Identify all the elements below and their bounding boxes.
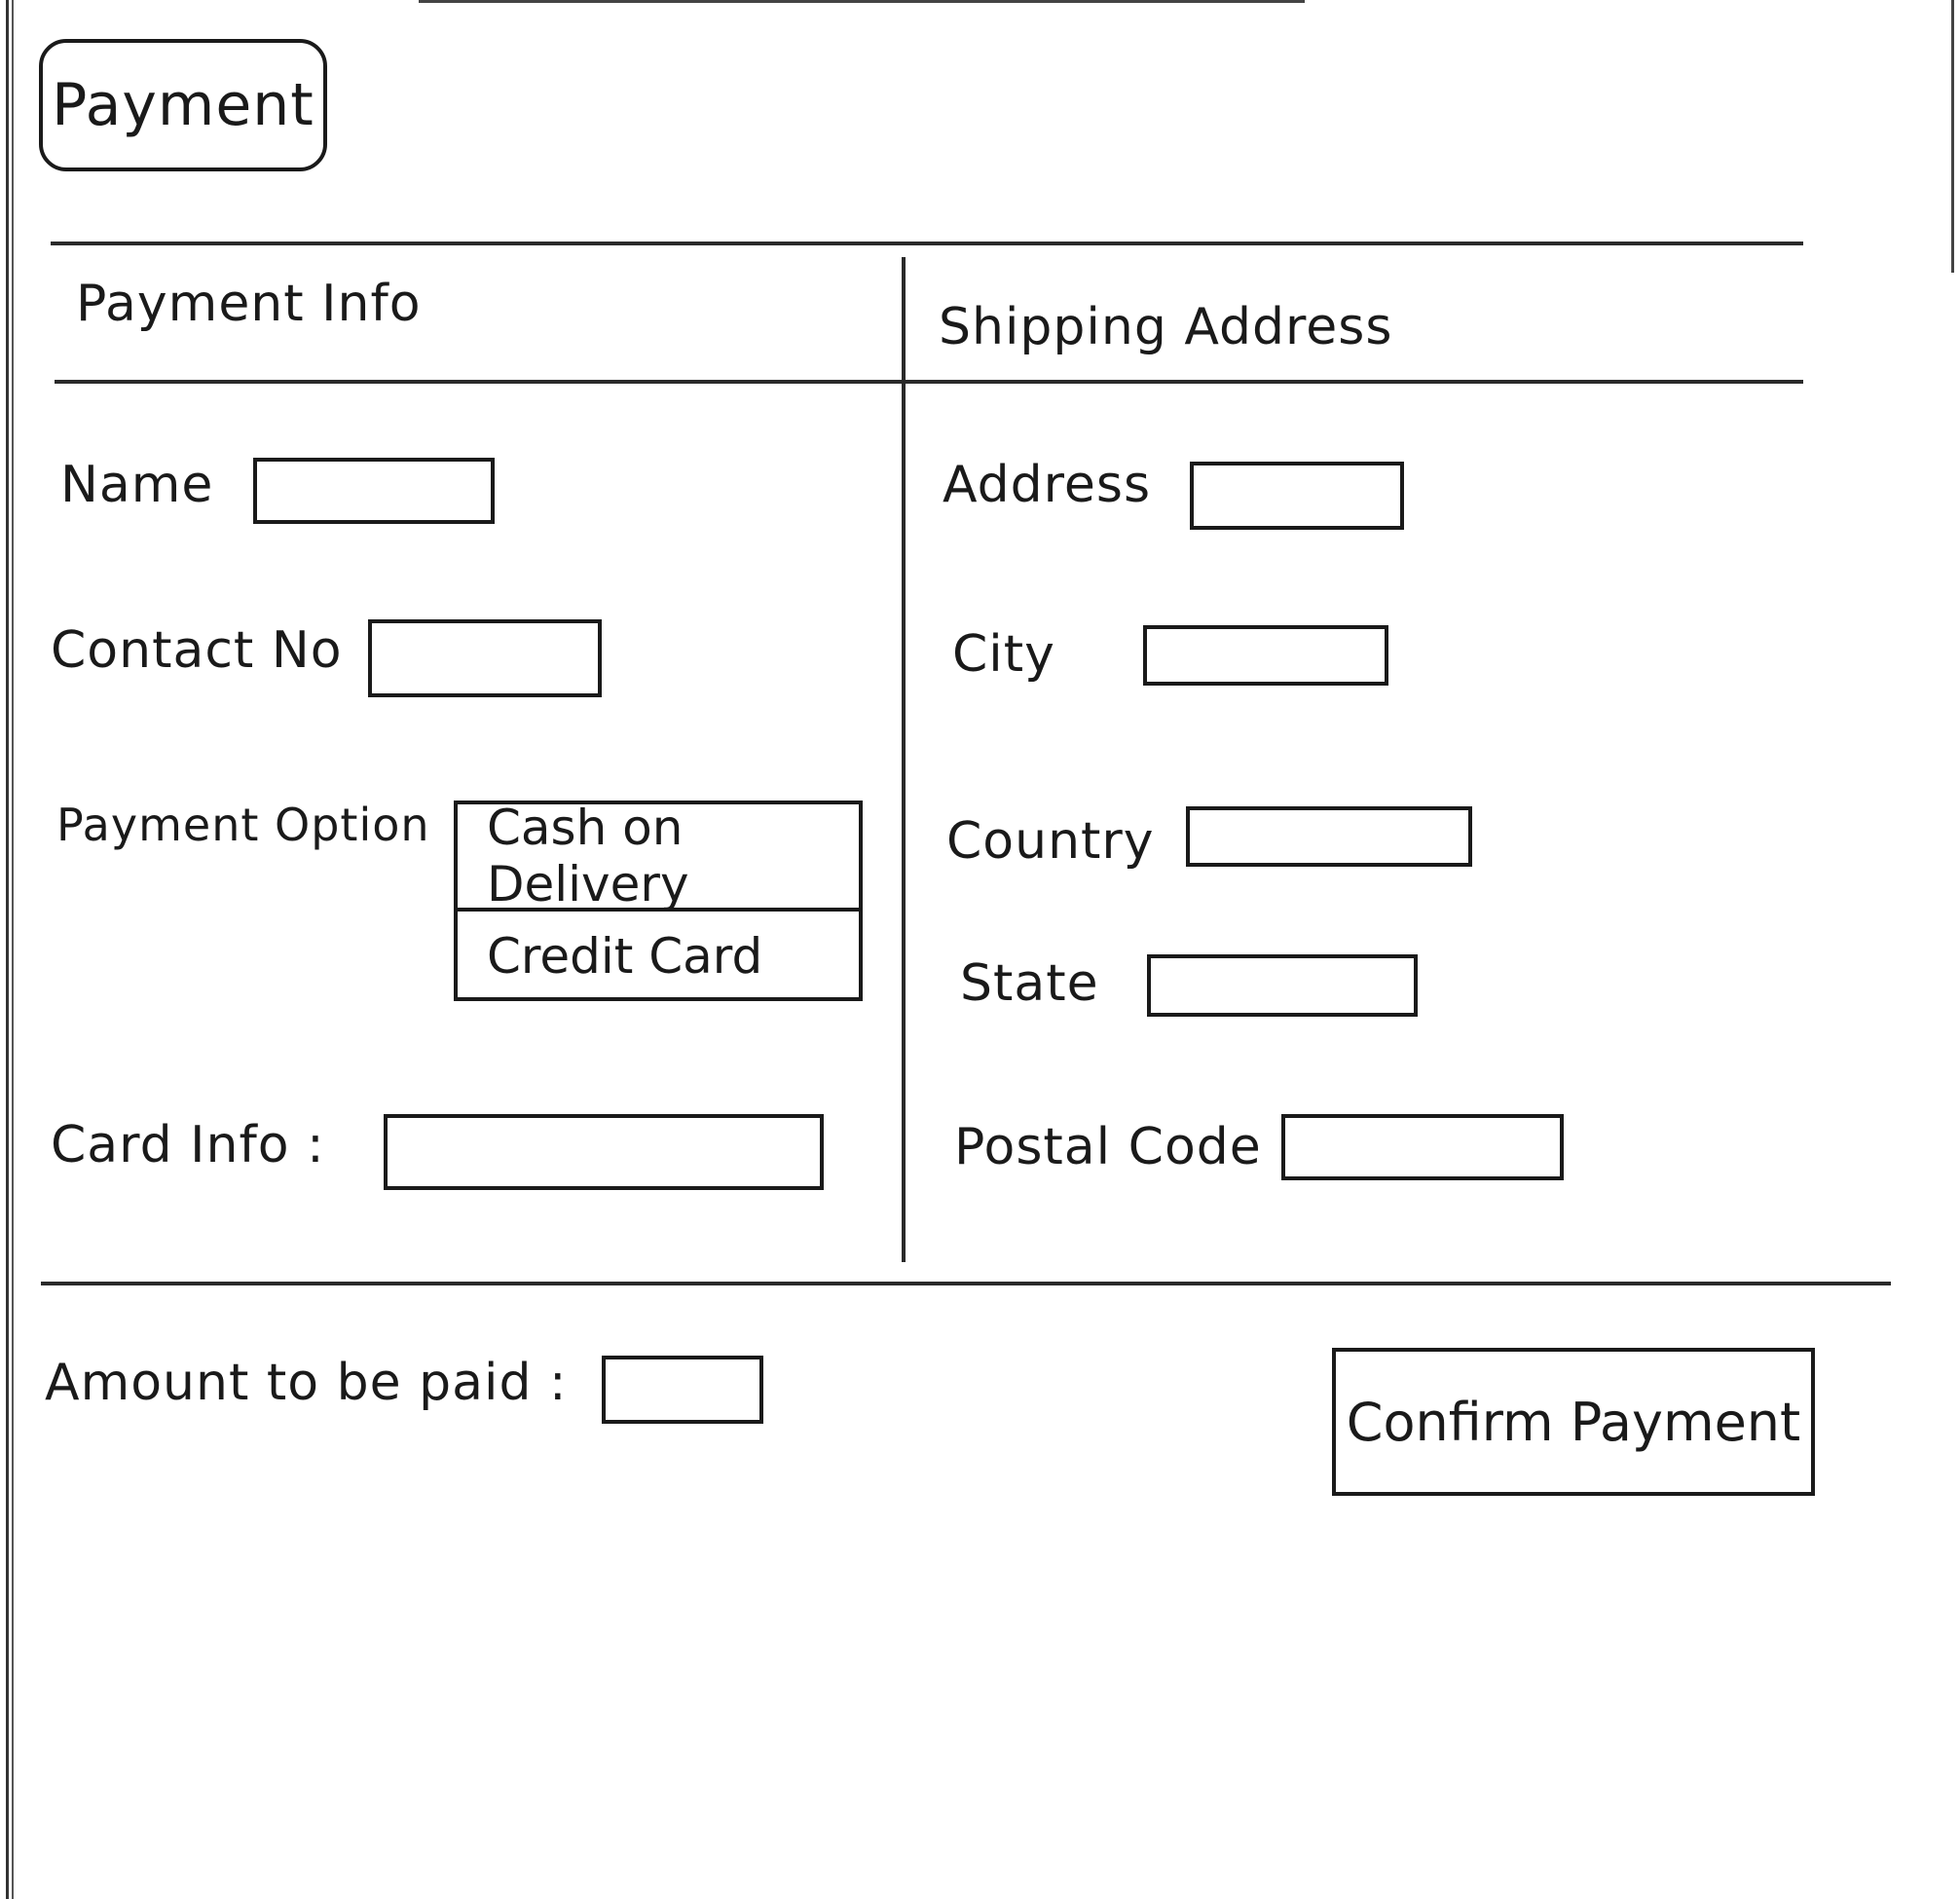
postal-code-input[interactable] [1281, 1114, 1564, 1180]
payment-option-credit-card[interactable]: Credit Card [487, 928, 763, 985]
name-input[interactable] [253, 458, 495, 524]
payment-info-heading: Payment Info [76, 275, 422, 333]
payment-option-cash-on-delivery[interactable]: Cash on Delivery [458, 800, 859, 912]
city-input[interactable] [1143, 625, 1388, 686]
city-label: City [952, 625, 1055, 684]
payment-option-dropdown[interactable]: Cash on Delivery Credit Card [454, 800, 863, 1001]
postal-code-label: Postal Code [954, 1118, 1262, 1176]
column-divider [902, 257, 906, 1262]
card-info-label: Card Info : [51, 1116, 325, 1174]
section-header-top-divider [51, 242, 1803, 245]
address-input[interactable] [1190, 462, 1404, 530]
contact-no-input[interactable] [368, 619, 602, 697]
page-border-right [1951, 0, 1958, 273]
page-title: Payment [39, 39, 327, 171]
confirm-payment-button[interactable]: Confirm Payment [1332, 1348, 1815, 1496]
country-label: Country [946, 812, 1155, 871]
footer-divider [41, 1282, 1891, 1285]
amount-to-be-paid-label: Amount to be paid : [45, 1354, 568, 1412]
page-border-left [6, 0, 14, 1899]
payment-option-label: Payment Option [56, 799, 430, 851]
state-input[interactable] [1147, 954, 1418, 1017]
card-info-input[interactable] [384, 1114, 824, 1190]
contact-no-label: Contact No [51, 621, 343, 680]
section-header-bottom-divider [55, 380, 1803, 384]
state-label: State [960, 954, 1099, 1013]
country-input[interactable] [1186, 806, 1472, 867]
amount-to-be-paid-field[interactable] [602, 1356, 763, 1424]
name-label: Name [60, 456, 214, 514]
top-border [419, 0, 1305, 3]
address-label: Address [943, 456, 1152, 514]
shipping-address-heading: Shipping Address [939, 298, 1393, 356]
